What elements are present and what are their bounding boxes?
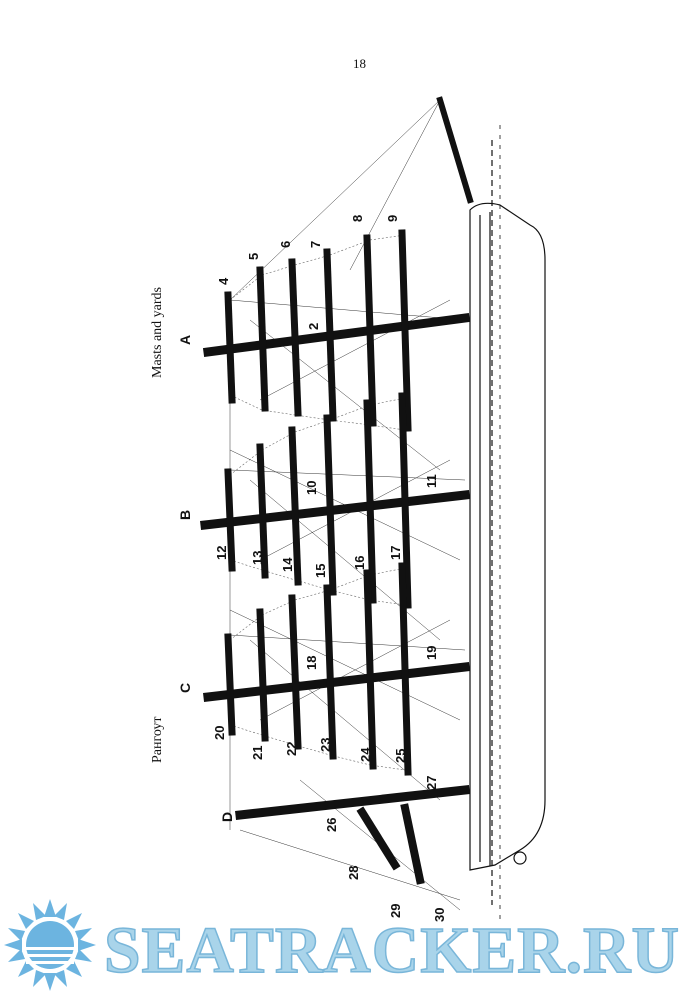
mast-label-c: C (177, 683, 193, 693)
part-number: 26 (324, 818, 339, 832)
watermark: SEATRACKER.RU (4, 899, 680, 991)
part-number: 28 (346, 866, 361, 880)
part-number: 13 (250, 551, 265, 565)
part-number: 11 (424, 474, 439, 488)
part-number: 14 (280, 557, 295, 572)
part-number: 27 (424, 776, 439, 790)
bowsprit (436, 96, 474, 204)
mast-label-a: A (177, 335, 193, 345)
part-number: 18 (304, 656, 319, 670)
mast-b (200, 490, 470, 530)
part-number: 17 (388, 546, 403, 560)
part-number: 4 (216, 277, 231, 285)
part-number: 15 (313, 564, 328, 578)
part-number: 16 (352, 556, 367, 570)
part-number: 24 (358, 747, 373, 762)
part-number: 3 (446, 315, 461, 322)
part-number: 12 (214, 546, 229, 560)
mast-label-d: D (219, 812, 235, 822)
ship-hull (469, 125, 546, 920)
spanker-boom (400, 803, 425, 885)
part-number: 5 (246, 253, 261, 260)
mast-labels: A B C D (177, 335, 235, 822)
mast-label-b: B (177, 510, 193, 520)
part-number: 29 (388, 904, 403, 918)
part-number: 6 (278, 241, 293, 248)
part-number: 8 (350, 215, 365, 222)
part-number: 9 (385, 215, 400, 222)
mast-d (235, 785, 470, 820)
part-number: 22 (284, 742, 299, 756)
part-number: 23 (318, 738, 333, 752)
part-number: 20 (212, 726, 227, 740)
page-number: 18 (353, 56, 366, 71)
part-numbers: 2 3 4 5 6 7 8 9 10 11 12 13 14 15 16 17 … (212, 215, 461, 922)
part-number: 19 (424, 646, 439, 660)
mast-a (202, 312, 471, 358)
spanker-gaff (356, 806, 401, 871)
part-number: 2 (306, 323, 321, 330)
part-number: 21 (250, 746, 265, 760)
part-number: 10 (304, 481, 319, 495)
yards (224, 229, 412, 776)
sun-burst-icon (4, 899, 96, 991)
masts (200, 96, 474, 885)
part-number: 7 (308, 241, 323, 248)
part-number: 30 (432, 908, 447, 922)
watermark-text: SEATRACKER.RU (104, 914, 680, 987)
part-number: 25 (393, 749, 408, 763)
mast-c (203, 662, 470, 702)
